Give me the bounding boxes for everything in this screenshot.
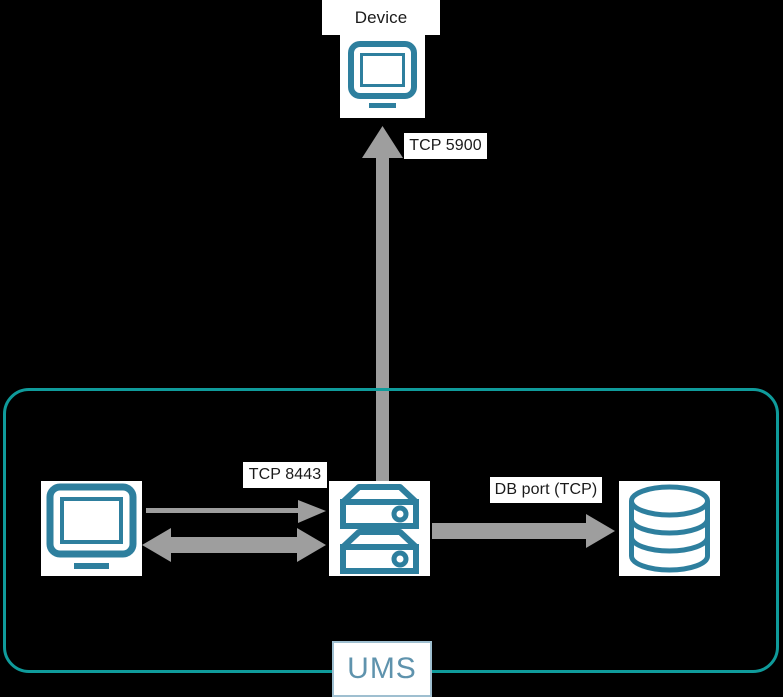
connection-label-db-port: DB port (TCP) [490, 477, 602, 503]
client-monitor-icon [41, 481, 142, 576]
connection-label-tcp-5900: TCP 5900 [404, 133, 487, 159]
ums-badge: UMS [332, 641, 432, 697]
server-icon [329, 481, 430, 576]
connection-label-tcp-8443: TCP 8443 [243, 462, 327, 488]
arrow-client-server-bidirectional [142, 528, 326, 562]
arrow-server-to-device [362, 126, 403, 482]
device-monitor-icon [340, 35, 425, 118]
arrow-client-to-server-request [146, 500, 326, 523]
ums-badge-label: UMS [347, 652, 417, 685]
arrow-server-to-database [432, 514, 615, 548]
database-icon [619, 481, 720, 576]
device-label: Device [322, 0, 440, 35]
